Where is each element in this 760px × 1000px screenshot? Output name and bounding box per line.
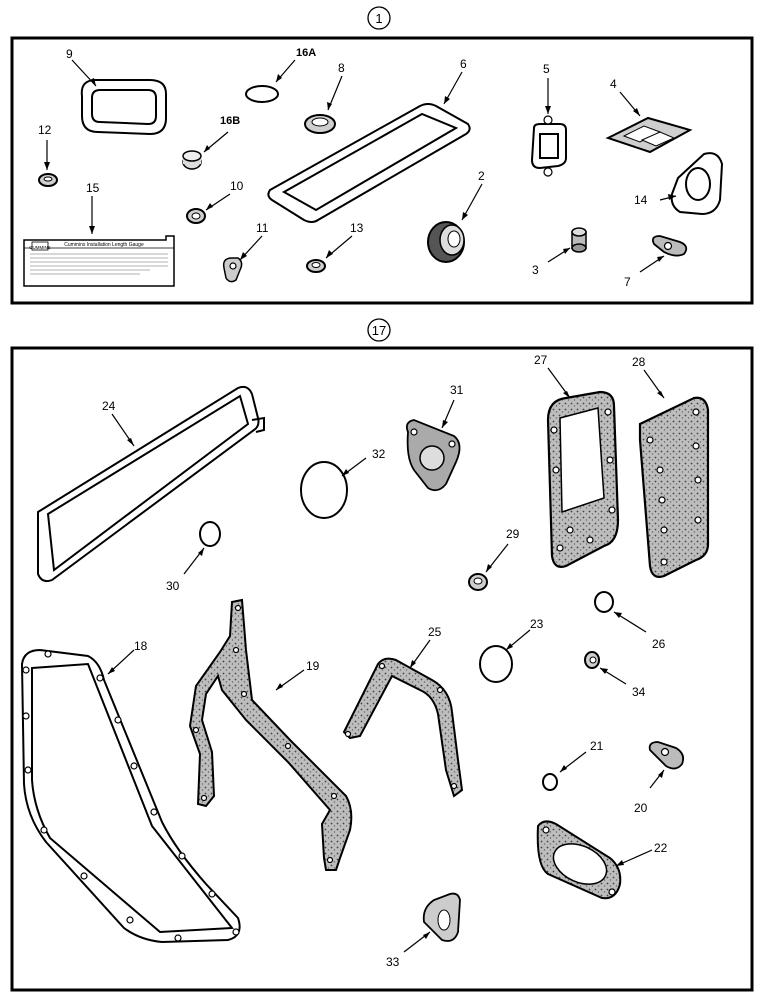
label-part-18: 18 [134, 639, 148, 653]
part-16B-grommet [182, 131, 229, 170]
label-part-14: 14 [634, 193, 648, 207]
part-15-length-gauge-card: CUMMINS Cummins Installation Length Gaug… [23, 196, 175, 287]
label-part-7: 7 [624, 275, 631, 289]
part-3-grommet [547, 227, 587, 263]
label-part-30: 30 [166, 579, 180, 593]
label-part-5: 5 [543, 62, 550, 76]
gauge-card-title: Cummins Installation Length Gauge [64, 242, 144, 248]
part-20-gasket [648, 741, 685, 789]
part-32-o-ring [300, 457, 367, 519]
label-part-6: 6 [460, 57, 467, 71]
part-5-gasket [530, 78, 567, 177]
part-21-ring [542, 751, 587, 791]
kit-17-panel [10, 346, 754, 992]
label-part-13: 13 [350, 221, 364, 235]
part-2-crankshaft-seal [427, 183, 483, 263]
label-part-27: 27 [534, 353, 548, 367]
label-part-31: 31 [450, 383, 464, 397]
part-11-clip [222, 235, 263, 283]
part-9-rocker-cover-gasket [71, 59, 167, 136]
part-14-flange-gasket [659, 152, 724, 216]
part-13-washer [306, 235, 353, 273]
label-part-16A: 16A [296, 47, 316, 59]
label-part-29: 29 [506, 527, 520, 541]
label-part-3: 3 [532, 263, 539, 277]
kit-1-callout: 1 [367, 6, 391, 30]
label-part-26: 26 [652, 637, 666, 651]
label-part-24: 24 [102, 399, 116, 413]
label-part-32: 32 [372, 447, 386, 461]
label-part-15: 15 [86, 181, 100, 195]
label-part-11: 11 [256, 221, 269, 235]
part-18-front-cover-gasket [20, 648, 241, 944]
part-8-seal [304, 75, 343, 134]
part-7-gasket [639, 235, 688, 273]
label-part-21: 21 [590, 739, 604, 753]
label-part-8: 8 [338, 61, 345, 75]
label-part-34: 34 [632, 685, 646, 699]
part-24-gasket [37, 385, 265, 583]
label-part-23: 23 [530, 617, 544, 631]
label-part-33: 33 [386, 955, 400, 969]
part-19-gear-housing-gasket [188, 598, 353, 871]
kit-17-number: 17 [372, 323, 386, 338]
part-29-seal [468, 543, 509, 591]
part-4-exhaust-gasket [605, 91, 693, 154]
part-34-washer [584, 651, 627, 685]
label-part-9: 9 [66, 47, 73, 61]
part-6-gasket [267, 71, 471, 223]
kit-1-number: 1 [375, 11, 382, 26]
label-part-4: 4 [610, 77, 617, 91]
part-10-washer [186, 193, 231, 224]
gauge-card-badge: CUMMINS [29, 245, 51, 250]
label-part-12: 12 [38, 123, 52, 137]
part-30-ring [183, 521, 221, 575]
label-part-28: 28 [632, 355, 646, 369]
part-31-gasket [405, 399, 461, 492]
part-16A-o-ring [245, 59, 296, 103]
label-part-25: 25 [428, 625, 442, 639]
kit-1-panel [10, 36, 754, 305]
label-part-20: 20 [634, 801, 648, 815]
label-part-16B: 16B [220, 115, 240, 127]
part-23-o-ring [479, 629, 531, 683]
kit-17-callout: 17 [367, 318, 391, 342]
part-28-plate-gasket [638, 369, 710, 578]
label-part-10: 10 [230, 179, 244, 193]
part-12-seal [38, 140, 58, 187]
part-22-flange-gasket [536, 820, 653, 900]
part-27-oil-cooler-gasket [546, 367, 620, 568]
label-part-2: 2 [478, 169, 485, 183]
part-33-gasket [403, 892, 461, 953]
part-26-ring [594, 591, 647, 633]
part-25-arch-gasket [342, 639, 464, 798]
label-part-22: 22 [654, 841, 668, 855]
label-part-19: 19 [306, 659, 320, 673]
